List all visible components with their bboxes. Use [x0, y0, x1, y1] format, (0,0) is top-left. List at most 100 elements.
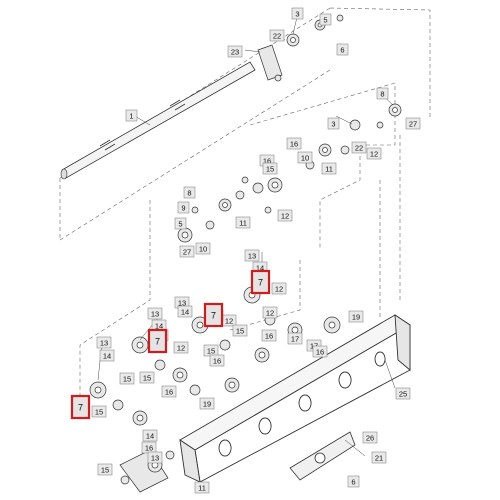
callout-box — [277, 209, 293, 222]
gear-assembly-row — [89, 286, 341, 426]
callout-box — [297, 151, 313, 164]
callout-number: 6 — [351, 477, 355, 486]
callout-8: 8 — [183, 186, 196, 199]
callout-box — [376, 87, 389, 100]
callout-number: 1 — [129, 111, 133, 120]
callout-number: 5 — [323, 15, 327, 24]
callout-25: 25 — [395, 387, 411, 400]
callout-8: 8 — [376, 87, 389, 100]
callout-15: 15 — [262, 162, 278, 175]
callout-number: 12 — [266, 308, 274, 317]
callout-number: 14 — [155, 321, 163, 330]
callout-5: 5 — [174, 217, 187, 230]
callout-number: 22 — [355, 143, 363, 152]
callout-11: 11 — [194, 481, 210, 494]
callout-number: 15 — [143, 373, 151, 382]
callout-number: 14 — [181, 307, 189, 316]
callout-number: 3 — [295, 9, 299, 18]
callout-number: 8 — [380, 89, 384, 98]
callout-box — [244, 249, 260, 262]
callout-number: 15 — [101, 465, 109, 474]
main-frame — [179, 314, 411, 483]
callout-box — [395, 387, 411, 400]
callout-box — [179, 245, 195, 258]
callout-3: 3 — [327, 117, 340, 130]
callout-number: 10 — [301, 153, 309, 162]
callout-number: 27 — [183, 247, 191, 256]
callout-number: 16 — [165, 387, 173, 396]
callout-13: 13 — [244, 249, 260, 262]
callout-16: 16 — [161, 385, 177, 398]
callout-box — [262, 162, 278, 175]
highlight-frame — [70, 394, 91, 420]
callout-box — [97, 463, 113, 476]
callout-number: 16 — [290, 139, 298, 148]
callout-box — [173, 341, 189, 354]
callout-number: 16 — [213, 356, 221, 365]
callout-17: 17 — [287, 332, 303, 345]
callout-number: 16 — [265, 331, 273, 340]
callout-number: 19 — [203, 399, 211, 408]
callout-box — [321, 162, 337, 175]
callout-number: 13 — [248, 251, 256, 260]
callout-14: 14 — [99, 349, 115, 362]
callout-number: 12 — [275, 284, 283, 293]
callout-13: 13 — [96, 336, 112, 349]
callout-box — [125, 109, 138, 122]
callout-box — [287, 332, 303, 345]
callout-9: 9 — [177, 201, 190, 214]
callout-box — [142, 429, 158, 442]
callout-10: 10 — [195, 242, 211, 255]
callout-15: 15 — [97, 463, 113, 476]
callout-number: 12 — [370, 149, 378, 158]
callout-box — [312, 345, 328, 358]
callout-19: 19 — [199, 397, 215, 410]
callout-21: 21 — [371, 451, 387, 464]
callout-box — [366, 147, 382, 160]
callout-box — [405, 117, 421, 130]
callout-box — [147, 307, 163, 320]
callout-box — [139, 371, 155, 384]
callout-box — [271, 282, 287, 295]
callout-12: 12 — [277, 209, 293, 222]
highlight-frame — [147, 328, 168, 354]
callout-number: 11 — [198, 483, 206, 492]
callout-number: 15 — [123, 374, 131, 383]
callout-number: 3 — [331, 119, 335, 128]
callout-box — [348, 310, 364, 323]
highlight-number: 7 — [211, 311, 216, 321]
callout-11: 11 — [321, 162, 337, 175]
callout-number: 26 — [366, 433, 374, 442]
highlight-number: 7 — [258, 278, 263, 288]
callout-box — [371, 451, 387, 464]
callout-27: 27 — [179, 245, 195, 258]
callout-number: 14 — [146, 431, 154, 440]
callout-box — [96, 336, 112, 349]
callout-16: 16 — [261, 329, 277, 342]
callout-number: 13 — [151, 309, 159, 318]
callout-6: 6 — [347, 475, 360, 488]
callout-19: 19 — [348, 310, 364, 323]
callout-box — [262, 306, 278, 319]
callout-box — [177, 305, 193, 318]
callout-13: 13 — [147, 451, 163, 464]
callout-15: 15 — [91, 405, 107, 418]
callout-number: 27 — [409, 119, 417, 128]
callout-number: 12 — [177, 343, 185, 352]
callout-box — [269, 29, 285, 42]
side-plate — [289, 431, 356, 481]
callout-box — [177, 201, 190, 214]
callout-11: 11 — [235, 216, 251, 229]
callout-number: 15 — [95, 407, 103, 416]
callout-16: 16 — [312, 345, 328, 358]
callout-number: 13 — [100, 338, 108, 347]
highlight-number: 7 — [78, 403, 83, 413]
callout-26: 26 — [362, 431, 378, 444]
callout-number: 15 — [266, 164, 274, 173]
callout-box — [209, 354, 225, 367]
highlighted-callout-7: 7 — [203, 302, 224, 328]
callout-number: 25 — [399, 389, 407, 398]
callout-number: 16 — [316, 347, 324, 356]
